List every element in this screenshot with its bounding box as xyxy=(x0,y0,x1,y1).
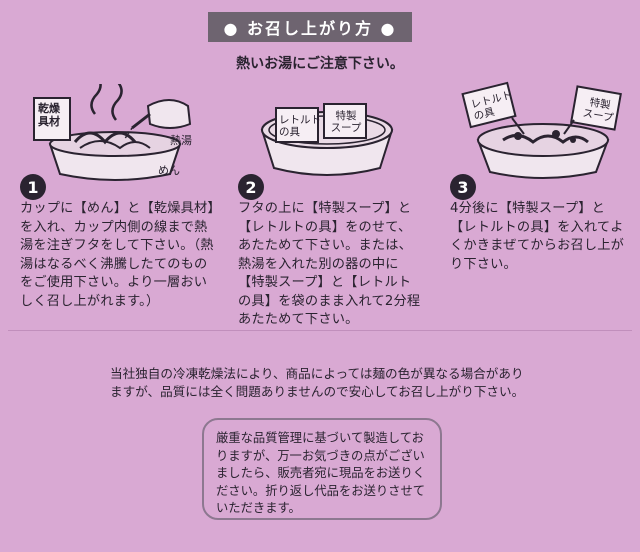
step-1-number: 1 xyxy=(20,174,46,200)
quality-note: 当社独自の冷凍乾燥法により、商品によっては麺の色が異なる場合がありますが、品質に… xyxy=(110,366,525,399)
special-soup-label: 特製 スープ xyxy=(330,110,362,134)
step-1-illustration: 乾燥 具材 熱湯 めん xyxy=(20,84,210,184)
step-2-number: 2 xyxy=(238,174,264,200)
hot-water-warning: 熱いお湯にご注意下さい。 xyxy=(236,56,404,72)
section-title: ● お召し上がり方 ● xyxy=(223,19,397,38)
dried-ingredients-label: 乾燥 具材 xyxy=(38,102,60,128)
retort-topping-label: レトルト の具 xyxy=(279,114,321,138)
step-3-illustration: レトルト の具 特製 スープ xyxy=(458,80,628,180)
section-divider xyxy=(8,330,632,331)
noodles-label: めん xyxy=(158,164,180,177)
step-3-number: 3 xyxy=(450,174,476,200)
step-3-text: 4分後に【特製スープ】と【レトルトの具】を入れてよくかきまぜてからお召し上がり下… xyxy=(450,201,625,272)
step-2-text: フタの上に【特製スープ】と【レトルトの具】をのせて、あたためて下さい。または、熱… xyxy=(238,201,421,327)
step-1-text: カップに【めん】と【乾燥具材】を入れ、カップ内側の線まで熱湯を注ぎフタをして下さ… xyxy=(20,201,215,309)
hot-water-label: 熱湯 xyxy=(170,134,192,147)
quality-notice-box: 厳重な品質管理に基づいて製造しておりますが、万一お気づきの点がございましたら、販… xyxy=(202,418,442,520)
quality-notice-text: 厳重な品質管理に基づいて製造しておりますが、万一お気づきの点がございましたら、販… xyxy=(216,431,426,516)
step-2-illustration: レトルト の具 特製 スープ xyxy=(252,90,402,180)
section-title-banner: ● お召し上がり方 ● xyxy=(208,12,412,42)
